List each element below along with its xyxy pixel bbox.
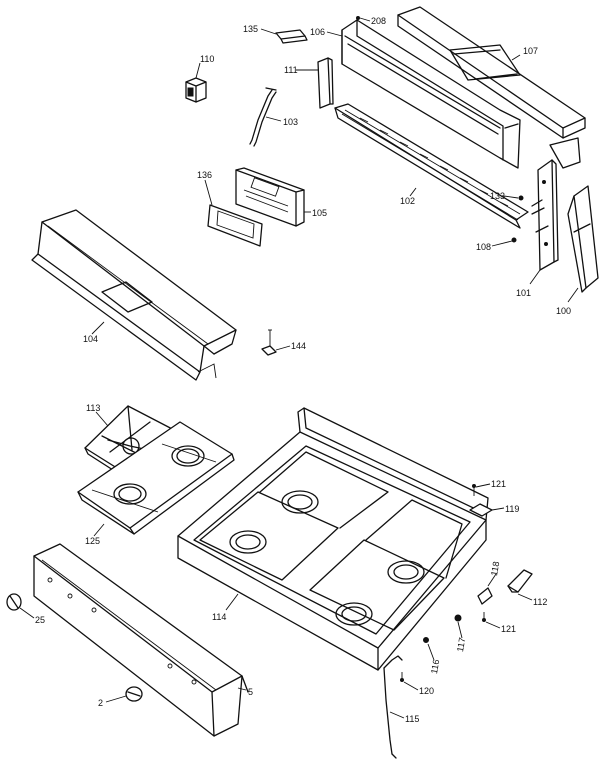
label-121-lower: 121 bbox=[501, 624, 516, 634]
part-112-handle bbox=[507, 569, 533, 593]
part-115-rod bbox=[383, 655, 403, 759]
label-133: 133 bbox=[490, 191, 505, 201]
part-136-label-plate bbox=[207, 204, 263, 247]
part-108-screw bbox=[511, 237, 517, 243]
label-121-upper: 121 bbox=[491, 479, 506, 489]
label-114: 114 bbox=[212, 612, 226, 622]
label-135: 135 bbox=[243, 24, 258, 34]
label-103: 103 bbox=[283, 117, 298, 127]
part-133-screw bbox=[518, 195, 524, 201]
part-103-strap bbox=[249, 87, 277, 147]
label-106: 106 bbox=[310, 27, 325, 37]
part-111-side-bracket bbox=[317, 57, 334, 109]
label-100: 100 bbox=[556, 306, 571, 316]
part-102-vent-channel bbox=[334, 103, 529, 229]
part-135-bracket bbox=[275, 29, 308, 44]
label-111: 111 bbox=[284, 65, 298, 75]
label-120: 120 bbox=[419, 686, 434, 696]
label-25: 25 bbox=[35, 615, 45, 625]
label-105: 105 bbox=[312, 208, 327, 218]
label-136: 136 bbox=[197, 170, 212, 180]
part-117-nut bbox=[454, 614, 462, 622]
label-117: 117 bbox=[455, 637, 467, 653]
part-121-screw-upper bbox=[472, 484, 476, 496]
label-2: 2 bbox=[98, 698, 103, 708]
part-105-control-board bbox=[235, 167, 305, 227]
part-5-manifold-panel bbox=[33, 543, 249, 737]
part-106-backguard-frame bbox=[341, 19, 521, 169]
label-119: 119 bbox=[505, 504, 519, 514]
label-144-top: 144 bbox=[291, 341, 306, 351]
label-108: 108 bbox=[476, 242, 491, 252]
part-118-clip bbox=[477, 587, 493, 605]
label-118: 118 bbox=[489, 561, 501, 577]
label-208: 208 bbox=[371, 16, 386, 26]
part-121-screw-lower bbox=[482, 612, 486, 622]
label-115: 115 bbox=[405, 714, 419, 724]
label-110: 110 bbox=[200, 54, 214, 64]
label-113: 113 bbox=[86, 403, 100, 413]
part-144-clip bbox=[261, 329, 277, 356]
part-2-knob bbox=[125, 686, 143, 702]
label-125: 125 bbox=[85, 536, 100, 546]
label-5: 5 bbox=[248, 687, 253, 697]
part-101-vertical-bracket bbox=[531, 159, 559, 271]
part-125-burner-pan bbox=[77, 421, 235, 535]
part-25-knob bbox=[6, 593, 22, 611]
part-100-end-cap bbox=[567, 185, 599, 293]
callout-labels: 135 106 208 107 110 111 103 136 105 102 … bbox=[35, 16, 571, 724]
part-104-control-panel bbox=[31, 209, 237, 381]
label-101: 101 bbox=[516, 288, 531, 298]
label-104: 104 bbox=[83, 334, 98, 344]
label-107: 107 bbox=[523, 46, 538, 56]
label-112: 112 bbox=[533, 597, 547, 607]
part-116-nut bbox=[423, 637, 429, 643]
part-110-module bbox=[185, 77, 207, 103]
part-114-cooktop bbox=[177, 407, 489, 671]
label-116: 116 bbox=[429, 659, 441, 675]
part-107-backguard-top bbox=[397, 6, 586, 169]
part-120-screw bbox=[400, 672, 404, 682]
label-102: 102 bbox=[400, 196, 415, 206]
